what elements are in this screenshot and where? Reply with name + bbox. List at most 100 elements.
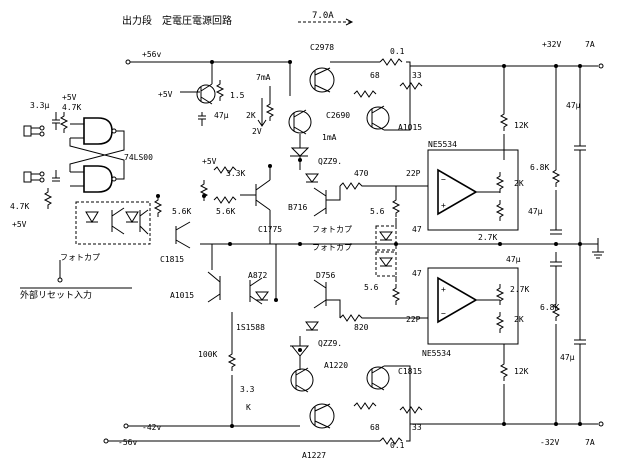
transistor-a1015-a [207,271,221,303]
rail-neg42: -42v [123,423,300,432]
label-r-27k-top: 2.7K [478,233,497,242]
svg-text:+56v: +56v [142,50,161,59]
transistor-c1815-a [175,221,191,249]
label-r-k: K [246,403,251,412]
label-a1220: A1220 [324,361,348,370]
label-external-reset: 外部リセット入力 [20,289,92,301]
label-2k: 2K [246,111,256,120]
opamp-top: − + [427,149,519,231]
reset-switch-top [23,125,45,137]
svg-text:-32V: -32V [540,438,559,447]
nand-gate-bottom [70,165,117,193]
transistor-a1227 [309,403,335,429]
label-a1015-a: A1015 [170,291,194,300]
rail-neg56: -56v [103,438,290,447]
label-c-47u-d: 47μ [506,255,521,264]
svg-text:-42v: -42v [142,423,161,432]
current-arrow-label: 7.0A [312,11,334,21]
label-r-1-5: 1.5 [230,91,245,100]
label-r-5k6-a: 5.6K [172,207,191,216]
transistor-b716 [313,187,327,217]
label-r-4k7-a: 4.7K [62,103,81,112]
label-ne5534-bot: NE5534 [422,349,451,358]
label-47-top: 47 [412,225,422,234]
label-zener-bottom: QZZ9. [318,339,342,348]
label-a872: A872 [248,271,267,280]
current-arrow: 7.0A [298,11,354,26]
label-c1815-a: C1815 [160,255,184,264]
transistor-c1815-b [366,365,390,391]
label-r-68-bot: 68 [370,423,380,432]
label-pos5-a: +5V [62,93,77,102]
label-r-33-top: 33 [412,71,422,80]
label-r-33-bot: 33 [412,423,422,432]
label-opto-3: フォトカプ [312,243,352,252]
rail-pos56: +56v [125,50,290,65]
svg-text:+32V: +32V [542,40,561,49]
svg-text:-56v: -56v [118,438,137,447]
label-c-47u-c: 47μ [528,207,543,216]
label-r-12k-top: 12K [514,121,529,130]
opto-coupler-mid [375,225,397,277]
transistor-c1775 [240,179,271,211]
label-r-12k-bot: 12K [514,367,529,376]
label-r-3-3: 3.3 [240,385,255,394]
label-d756: D756 [316,271,335,280]
svg-text:+: + [441,201,446,210]
label-r-5k6-b: 5.6K [216,207,235,216]
opto-coupler-left [75,201,151,245]
label-r-68k-bot: 6.8K [540,303,559,312]
label-2v: 2V [252,127,262,136]
label-1s1588: 1S1588 [236,323,265,332]
schematic-title: 出力段 定電圧電源回路 [122,14,232,27]
label-r-3k3: 3.3K [226,169,245,178]
transistor-a1015-b [366,105,390,131]
svg-text:7A: 7A [585,40,595,49]
label-r-5-6-a: 5.6 [370,207,385,216]
label-zener-top: QZZ9. [318,157,342,166]
label-pos5-d: +5V [202,157,217,166]
label-1ma: 1mA [322,133,337,142]
zener-top [290,147,310,157]
label-c2690: C2690 [326,111,350,120]
svg-text:−: − [441,175,446,184]
label-r-68-top: 68 [370,71,380,80]
label-r-2k-top: 2K [514,179,524,188]
label-pos5-c: +5V [158,90,173,99]
label-c-47u-b: 47μ [566,101,581,110]
rail-pos32: +32V 7A [410,40,604,69]
label-c-47u-e: 47μ [560,353,575,362]
label-22p-top: 22P [406,169,421,178]
label-opto-1: フォトカプ [60,253,100,262]
label-r-01-top: 0.1 [390,47,405,56]
transistor-upper-left [196,83,216,105]
label-a1227: A1227 [302,451,326,460]
label-r-470: 470 [354,169,369,178]
ground-rail [200,238,604,259]
label-7ma: 7mA [256,73,271,82]
label-ne5534-top: NE5534 [428,140,457,149]
rail-neg32: -32V 7A [410,421,604,447]
transistor-c2978 [309,67,335,93]
label-opto-2: フォトカプ [312,225,352,234]
diode-1s1588 [255,291,269,301]
svg-text:+: + [441,285,446,294]
transistor-d756 [313,279,327,309]
label-c-3u3: 3.3μ [30,101,49,110]
label-22p-bot: 22P [406,315,421,324]
nand-gate-top [70,117,117,145]
label-r-01-bot: 0.1 [390,441,405,450]
label-r-4k7-b: 4.7K [10,202,29,211]
label-r-820: 820 [354,323,369,332]
label-74ls00: 74LS00 [124,153,153,162]
transistor-c2690 [288,109,312,135]
label-c2978: C2978 [310,43,334,52]
label-pos5-b: +5V [12,220,27,229]
svg-text:7A: 7A [585,438,595,447]
label-47-bot: 47 [412,269,422,278]
opamp-bottom: + − [427,267,519,345]
zener-bottom [305,321,319,331]
label-r-5-6-b: 5.6 [364,283,379,292]
label-r-27k-bot: 2.7K [510,285,529,294]
